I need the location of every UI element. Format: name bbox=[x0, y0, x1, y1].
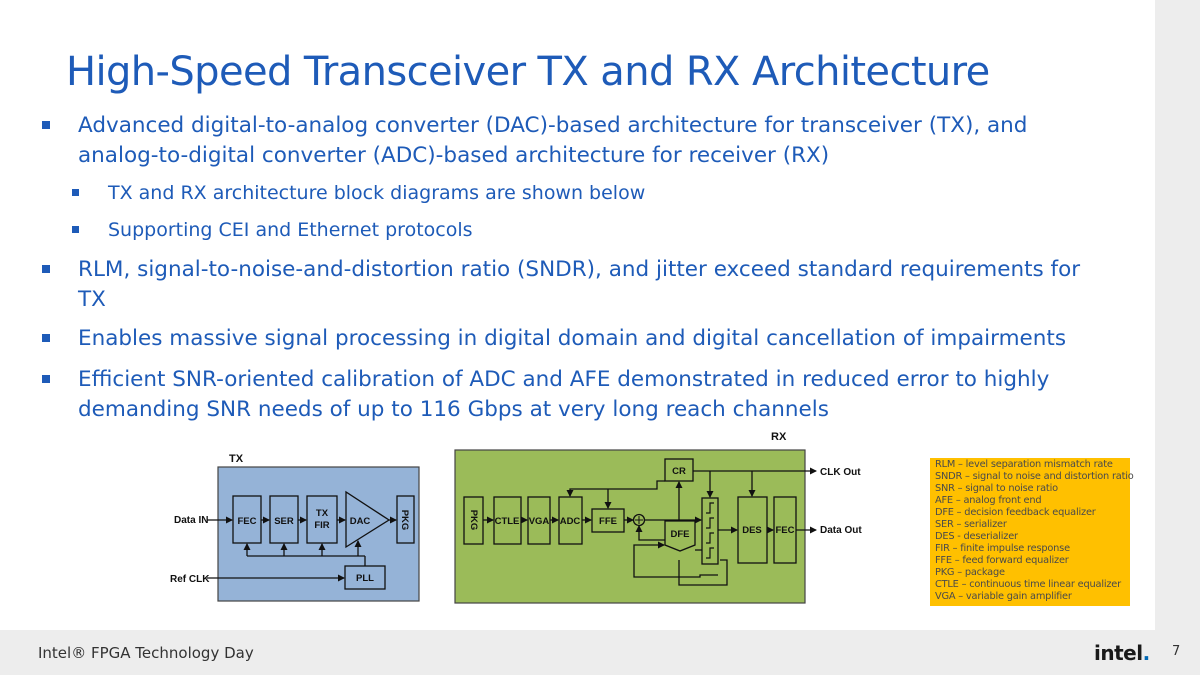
legend-item: DFE – decision feedback equalizer bbox=[935, 507, 1096, 518]
legend-item: FIR – finite impulse response bbox=[935, 543, 1070, 554]
bullet-line: analog-to-digital converter (ADC)-based … bbox=[78, 143, 830, 168]
bullet-marker bbox=[42, 375, 50, 383]
rx-des-label: DES bbox=[742, 525, 762, 536]
tx-ser-label: SER bbox=[274, 516, 294, 527]
rx-pkg-label: PKG bbox=[468, 510, 479, 531]
rx-dfe-block bbox=[664, 520, 696, 552]
tx-fir-label-line1: TX bbox=[316, 508, 329, 519]
bullet-line: TX and RX architecture block diagrams ar… bbox=[108, 182, 646, 204]
rx-vga-label: VGA bbox=[529, 516, 550, 527]
tx-pkg-label: PKG bbox=[399, 510, 410, 531]
legend-item: VGA – variable gain amplifier bbox=[935, 591, 1072, 602]
bullet-line: Enables massive signal processing in dig… bbox=[78, 326, 1067, 351]
legend-item: AFE – analog front end bbox=[935, 495, 1042, 506]
bullet-marker bbox=[72, 226, 79, 233]
legend-item: SNR – signal to noise ratio bbox=[935, 483, 1058, 494]
rx-clk-out-label: CLK Out bbox=[820, 467, 861, 478]
slide-title: High-Speed Transceiver TX and RX Archite… bbox=[66, 49, 990, 95]
tx-pll-label: PLL bbox=[356, 573, 374, 584]
subbullet-protocols: Supporting CEI and Ethernet protocols bbox=[72, 217, 1008, 243]
rx-decision-to-dfe-arrow bbox=[633, 541, 718, 578]
rx-slicer-glyph bbox=[706, 517, 714, 529]
legend-item: CTLE – continuous time linear equalizer bbox=[935, 579, 1121, 590]
tx-data-in-label: Data IN bbox=[174, 515, 208, 526]
bullet-rlm-sndr-jitter: RLM, signal-to-noise-and-distortion rati… bbox=[42, 255, 1153, 315]
rx-adc-label: ADC bbox=[560, 516, 581, 527]
rx-clk-to-adc-arrow bbox=[566, 480, 665, 497]
rx-data-out-label: Data Out bbox=[820, 525, 862, 536]
bullet-marker bbox=[42, 265, 50, 273]
bullet-line: Efficient SNR-oriented calibration of AD… bbox=[78, 367, 1050, 392]
bullet-marker bbox=[42, 334, 50, 342]
bullet-line: Supporting CEI and Ethernet protocols bbox=[108, 219, 473, 241]
rx-fec-label: FEC bbox=[776, 525, 795, 536]
tx-label: TX bbox=[229, 453, 244, 465]
tx-fir-block bbox=[306, 495, 338, 544]
abbreviation-legend: RLM – level separation mismatch rate SND… bbox=[930, 458, 1134, 606]
footer-bar bbox=[0, 630, 1155, 675]
rx-ffe-label: FFE bbox=[599, 516, 617, 527]
rx-slicer-glyph bbox=[706, 547, 714, 559]
rx-dfe-label: DFE bbox=[671, 529, 690, 540]
subbullet-block-diagrams: TX and RX architecture block diagrams ar… bbox=[72, 180, 1008, 206]
bullet-signal-processing: Enables massive signal processing in dig… bbox=[42, 324, 1153, 354]
legend-item: DES - deserializer bbox=[935, 531, 1018, 542]
footer-event-name: Intel® FPGA Technology Day bbox=[38, 644, 254, 662]
rx-label: RX bbox=[771, 431, 787, 443]
legend-item: SNDR – signal to noise and distortion ra… bbox=[935, 471, 1134, 482]
intel-logo: intel. bbox=[1094, 641, 1150, 665]
rx-slicer-glyph bbox=[706, 502, 714, 514]
legend-item: PKG – package bbox=[935, 567, 1005, 578]
tx-fir-label-line2: FIR bbox=[314, 520, 329, 531]
bullet-marker bbox=[42, 121, 50, 129]
rx-slicer-glyph bbox=[706, 532, 714, 544]
rx-des-block bbox=[737, 496, 768, 564]
legend-item: FFE – feed forward equalizer bbox=[935, 555, 1069, 566]
bullet-marker bbox=[72, 189, 79, 196]
bullet-line: demanding SNR needs of up to 116 Gbps at… bbox=[78, 397, 829, 422]
tx-ser-block bbox=[269, 495, 299, 544]
rx-dfe-to-summer-arrow bbox=[635, 525, 665, 541]
tx-diagram: TX Data IN Ref CLK FEC SER TX FIR DAC PK… bbox=[170, 453, 420, 602]
bullet-dac-adc-architecture: Advanced digital-to-analog converter (DA… bbox=[42, 111, 1153, 171]
right-margin-strip bbox=[1155, 0, 1200, 675]
bullet-line: Advanced digital-to-analog converter (DA… bbox=[78, 113, 1028, 138]
rx-diagram: RX CLK Out Data Out PKG CTLE VGA ADC FFE… bbox=[454, 431, 862, 604]
tx-ref-clk-label: Ref CLK bbox=[170, 574, 210, 585]
bullet-snr-calibration: Efficient SNR-oriented calibration of AD… bbox=[42, 365, 1153, 425]
bullet-line: TX bbox=[78, 287, 106, 312]
tx-dac-label: DAC bbox=[350, 516, 371, 527]
page-number: 7 bbox=[1172, 644, 1181, 659]
logo-wordmark: intel bbox=[1094, 641, 1143, 665]
logo-dot: . bbox=[1142, 641, 1151, 665]
tx-pkg-block bbox=[396, 495, 415, 544]
tx-fec-label: FEC bbox=[238, 516, 257, 527]
bullet-line: RLM, signal-to-noise-and-distortion rati… bbox=[78, 257, 1081, 282]
rx-cr-label: CR bbox=[672, 466, 686, 477]
tx-dac-triangle bbox=[345, 490, 391, 549]
rx-ctle-label: CTLE bbox=[495, 516, 520, 527]
legend-item: SER – serializer bbox=[935, 519, 1007, 530]
legend-item: RLM – level separation mismatch rate bbox=[935, 459, 1113, 470]
